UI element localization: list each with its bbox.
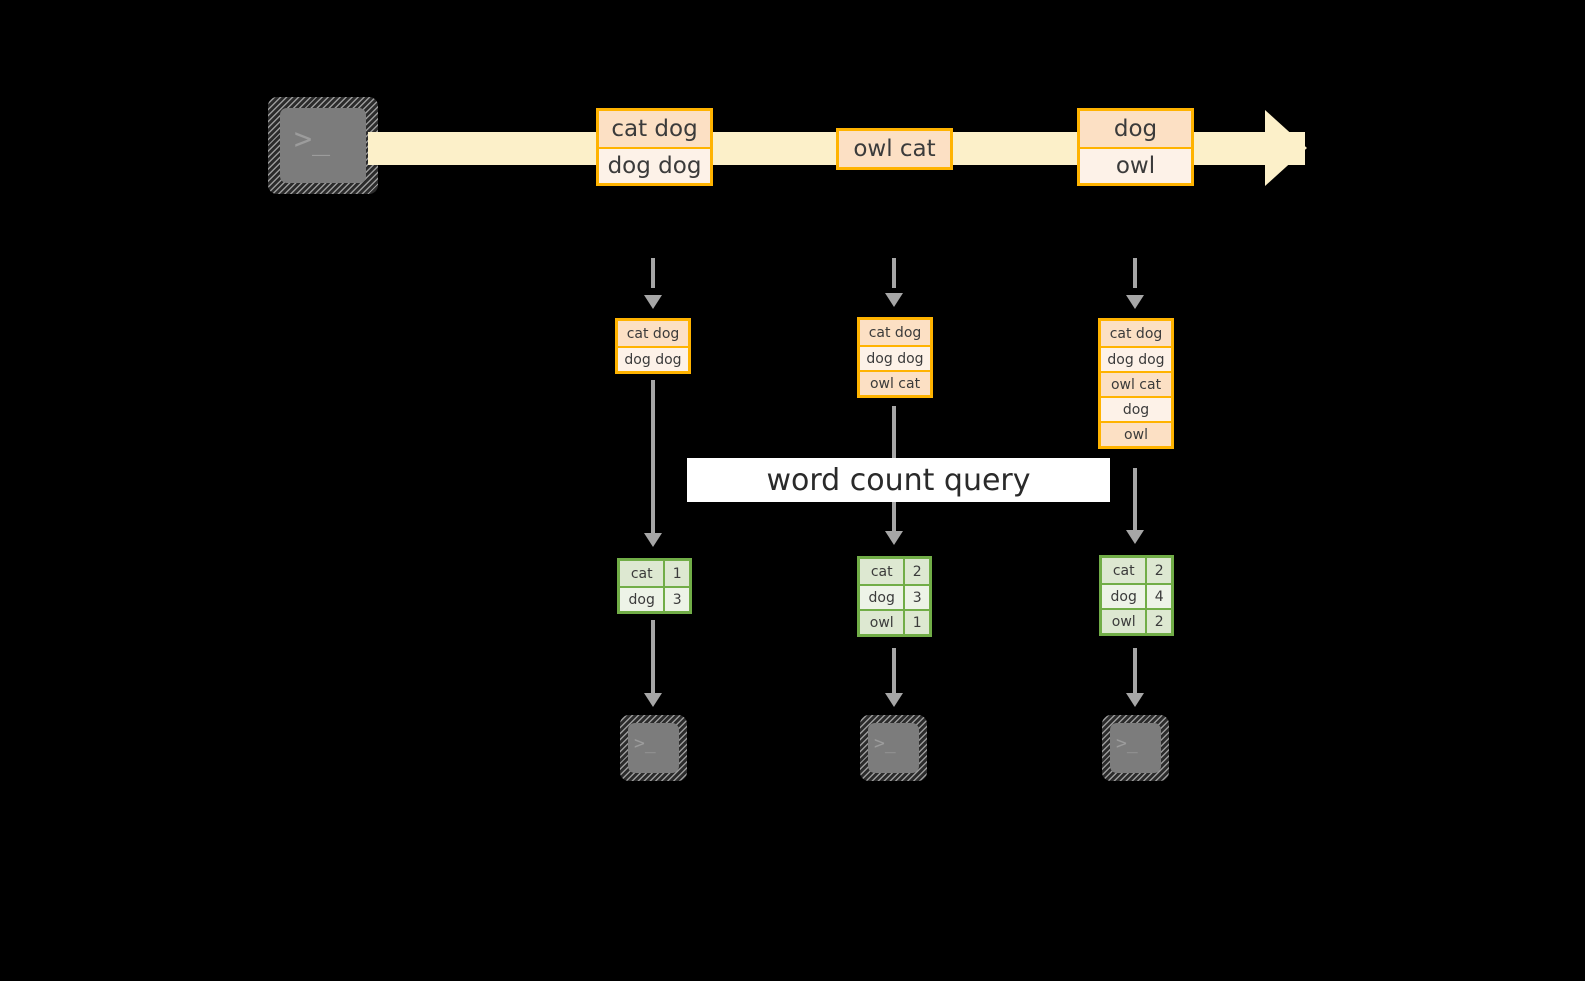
- snapshot-3-query-connector: [1133, 468, 1137, 533]
- result-word: cat: [860, 559, 904, 584]
- snapshot-3-query-arrowhead: [1126, 530, 1144, 544]
- result-count: 2: [903, 559, 929, 584]
- snapshot-1-sink-arrowhead: [644, 693, 662, 707]
- table-row: cat 2: [860, 559, 929, 584]
- snapshot-1-sink-connector: [651, 620, 655, 695]
- terminal-prompt-glyph: >_: [294, 122, 331, 157]
- result-count: 2: [1145, 558, 1171, 583]
- result-word: dog: [620, 588, 664, 611]
- snapshot-3-input-records: cat dog dog dog owl cat dog owl: [1098, 318, 1174, 449]
- result-word: owl: [860, 611, 904, 634]
- result-count: 1: [663, 561, 689, 586]
- snapshot-3-result-table: cat 2 dog 4 owl 2: [1099, 555, 1174, 636]
- input-record: owl cat: [860, 370, 930, 395]
- snapshot-1-input-records: cat dog dog dog: [615, 318, 691, 374]
- input-record: cat dog: [618, 321, 688, 346]
- snapshot-2-tap-arrowhead: [885, 293, 903, 307]
- snapshot-3-tap-connector: [1133, 258, 1137, 288]
- snapshot-2-sink-terminal-icon: >_: [860, 715, 927, 781]
- snapshot-3-tap-arrowhead: [1126, 295, 1144, 309]
- snapshot-1-tap-arrowhead: [644, 295, 662, 309]
- table-row: cat 2: [1102, 558, 1171, 583]
- stream-record: dog dog: [599, 147, 710, 183]
- result-word: cat: [1102, 558, 1146, 583]
- snapshot-3-sink-connector: [1133, 648, 1137, 695]
- result-count: 1: [903, 611, 929, 634]
- terminal-body: [628, 723, 679, 773]
- table-row: cat 1: [620, 561, 689, 586]
- result-count: 2: [1145, 610, 1171, 633]
- stream-record: owl: [1080, 147, 1191, 183]
- stream-record: owl cat: [839, 131, 950, 167]
- stream-group-3: dog owl: [1077, 108, 1194, 186]
- input-record: dog dog: [1101, 346, 1171, 371]
- input-record: dog: [1101, 396, 1171, 421]
- snapshot-1-result-table: cat 1 dog 3: [617, 558, 692, 614]
- snapshot-1-query-arrowhead: [644, 533, 662, 547]
- source-terminal-icon: >_: [268, 97, 378, 194]
- table-row: dog 3: [860, 584, 929, 609]
- stream-record: cat dog: [599, 111, 710, 147]
- snapshot-1-sink-terminal-icon: >_: [620, 715, 687, 781]
- stream-arrowhead: [1265, 110, 1307, 186]
- result-word: dog: [860, 586, 904, 609]
- snapshot-2-tap-connector: [892, 258, 896, 288]
- terminal-prompt-glyph: >_: [1116, 733, 1138, 754]
- input-record: owl: [1101, 421, 1171, 446]
- snapshot-1-query-connector: [651, 380, 655, 535]
- terminal-prompt-glyph: >_: [874, 733, 896, 754]
- result-word: cat: [620, 561, 664, 586]
- table-row: dog 4: [1102, 583, 1171, 608]
- result-count: 3: [663, 588, 689, 611]
- snapshot-2-result-table: cat 2 dog 3 owl 1: [857, 556, 932, 637]
- query-label: word count query: [687, 458, 1110, 502]
- snapshot-2-input-records: cat dog dog dog owl cat: [857, 317, 933, 398]
- result-word: dog: [1102, 585, 1146, 608]
- table-row: owl 2: [1102, 608, 1171, 633]
- input-record: owl cat: [1101, 371, 1171, 396]
- snapshot-3-sink-terminal-icon: >_: [1102, 715, 1169, 781]
- snapshot-2-sink-connector: [892, 648, 896, 695]
- table-row: owl 1: [860, 609, 929, 634]
- terminal-body: [868, 723, 919, 773]
- input-record: cat dog: [1101, 321, 1171, 346]
- terminal-body: [280, 108, 366, 183]
- table-row: dog 3: [620, 586, 689, 611]
- snapshot-3-sink-arrowhead: [1126, 693, 1144, 707]
- stream-group-1: cat dog dog dog: [596, 108, 713, 186]
- snapshot-1-tap-connector: [651, 258, 655, 288]
- input-record: cat dog: [860, 320, 930, 345]
- terminal-body: [1110, 723, 1161, 773]
- input-record: dog dog: [860, 345, 930, 370]
- input-record: dog dog: [618, 346, 688, 371]
- snapshot-2-sink-arrowhead: [885, 693, 903, 707]
- stream-record: dog: [1080, 111, 1191, 147]
- snapshot-2-query-arrowhead: [885, 531, 903, 545]
- result-count: 3: [903, 586, 929, 609]
- stream-group-2: owl cat: [836, 128, 953, 170]
- result-count: 4: [1145, 585, 1171, 608]
- terminal-prompt-glyph: >_: [634, 733, 656, 754]
- result-word: owl: [1102, 610, 1146, 633]
